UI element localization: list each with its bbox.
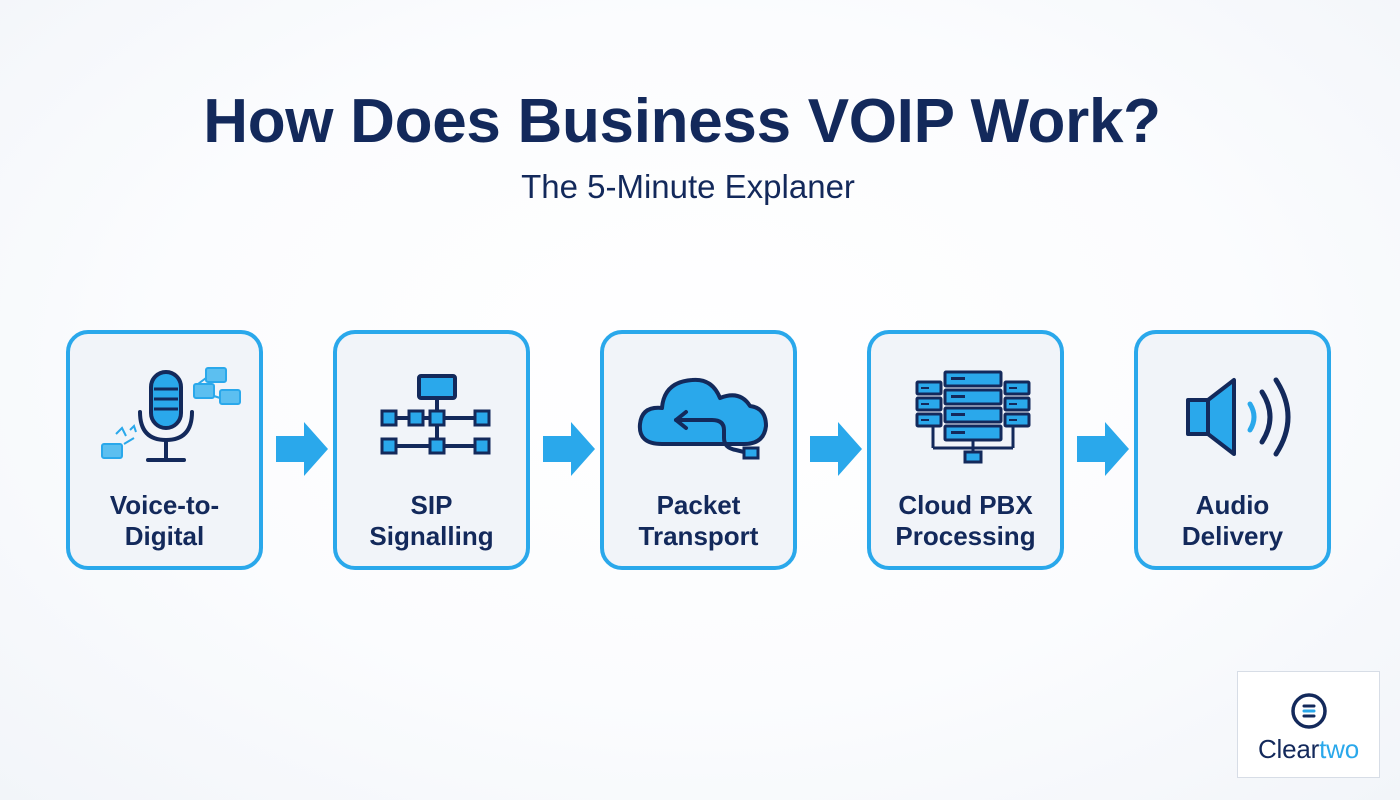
arrow-right-icon: [276, 422, 328, 476]
logo-wordmark: Cleartwo: [1257, 734, 1359, 764]
logo-mark-icon: [1291, 693, 1327, 729]
page-subtitle: The 5-Minute Explaner: [521, 168, 855, 205]
arrow-right-icon: [1077, 422, 1129, 476]
page-title: How Does Business VOIP Work?: [203, 87, 1161, 156]
server-rack-icon: [915, 370, 1031, 464]
step-label: Voice-to- Digital: [109, 490, 220, 551]
arrow-right-icon: [810, 422, 862, 476]
step-cloud-pbx-processing: Cloud PBX Processing: [867, 330, 1064, 570]
arrow-right-icon: [543, 422, 595, 476]
network-hierarchy-icon: [380, 374, 491, 455]
microphone-icon: [101, 367, 241, 462]
step-label: SIP Signalling: [369, 490, 494, 551]
speaker-icon: [1186, 377, 1291, 457]
step-label: Cloud PBX Processing: [895, 490, 1036, 551]
step-audio-delivery: Audio Delivery: [1134, 330, 1331, 570]
brand-logo: Cleartwo: [1237, 671, 1380, 778]
cloud-transfer-icon: [637, 377, 768, 460]
step-packet-transport: Packet Transport: [600, 330, 797, 570]
step-sip-signalling: SIP Signalling: [333, 330, 530, 570]
step-voice-to-digital: Voice-to- Digital: [66, 330, 263, 570]
step-label: Packet Transport: [638, 490, 759, 551]
step-label: Audio Delivery: [1181, 490, 1284, 551]
